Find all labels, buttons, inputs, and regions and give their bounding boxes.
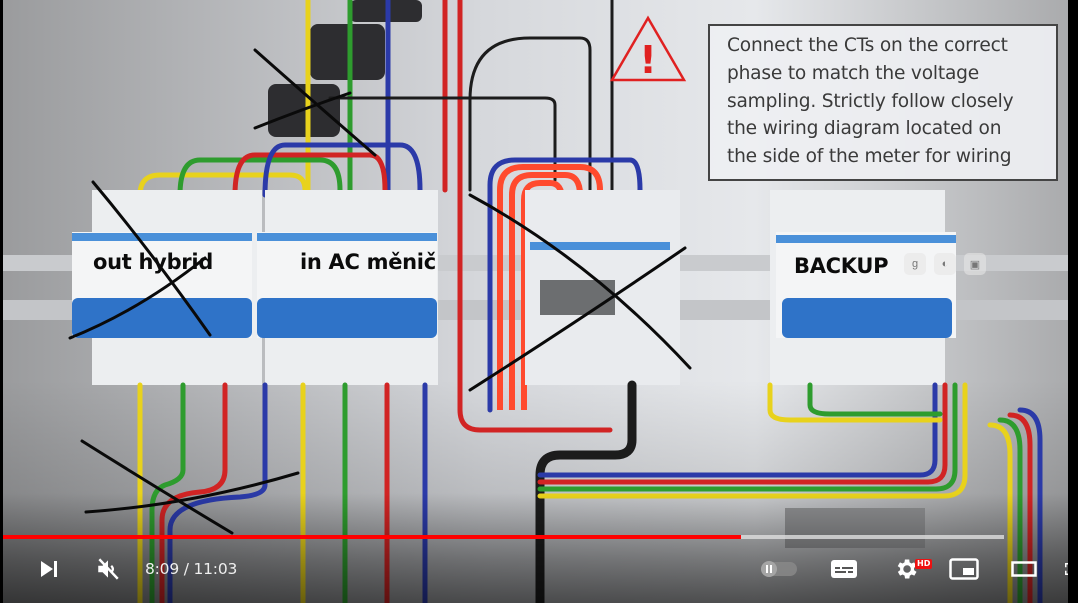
- google-s3-icon[interactable]: g: [904, 253, 926, 275]
- autoplay-toggle[interactable]: [758, 548, 800, 590]
- theater-icon: [1011, 561, 1037, 577]
- volume-icon[interactable]: ◐: [934, 253, 956, 275]
- player-controls: 8:09 / 11:03 HD: [0, 548, 1078, 590]
- next-button[interactable]: [32, 548, 66, 590]
- hd-badge: HD: [915, 559, 933, 569]
- notice-text: Connect the CTs on the correct phase to …: [727, 35, 1014, 168]
- terminal-block: [785, 508, 925, 548]
- notice-box: Connect the CTs on the correct phase to …: [708, 24, 1058, 181]
- theater-button[interactable]: [1006, 548, 1042, 590]
- progress-played: [0, 535, 741, 539]
- breaker-label-in-ac: in AC měnič: [300, 250, 436, 274]
- breaker-in-ac: [257, 190, 438, 385]
- warning-icon: !: [609, 15, 687, 82]
- mute-button[interactable]: [90, 548, 126, 590]
- frame-edge-left: [0, 0, 3, 603]
- breaker-out-hybrid: [72, 190, 262, 385]
- settings-button[interactable]: HD: [886, 548, 933, 590]
- extension-icons: g ◐ ▣: [904, 253, 986, 275]
- breaker-label-out-hybrid: out hybrid: [93, 250, 213, 274]
- volume-muted-icon: [98, 558, 119, 580]
- subtitles-button[interactable]: [826, 548, 862, 590]
- time-display: 8:09 / 11:03: [145, 560, 238, 578]
- miniplayer-button[interactable]: [944, 548, 984, 590]
- pause-toggle-icon: [761, 561, 797, 577]
- breaker-backup: [770, 190, 956, 385]
- progress-bar[interactable]: [0, 535, 1004, 539]
- energy-meter: [525, 190, 680, 385]
- skip-next-icon: [41, 561, 57, 577]
- copy-icon[interactable]: ▣: [964, 253, 986, 275]
- breaker-label-backup: BACKUP: [794, 254, 889, 278]
- frame-edge-right: [1068, 0, 1078, 603]
- miniplayer-icon: [949, 558, 979, 580]
- svg-text:!: !: [639, 38, 656, 82]
- captions-icon: [831, 560, 857, 578]
- gear-icon: [897, 559, 917, 579]
